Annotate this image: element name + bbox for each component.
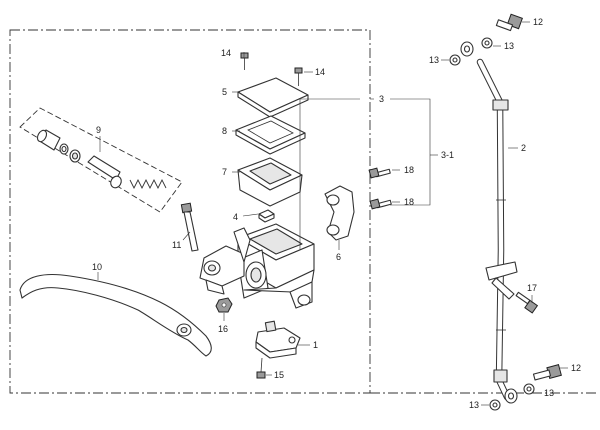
hose-clamp — [485, 261, 518, 281]
callout-12-top: 12 — [533, 17, 543, 27]
callout-9: 9 — [96, 125, 101, 135]
hose-clamp-tab — [491, 277, 515, 300]
callout-13-top-right: 13 — [504, 41, 514, 51]
leader-3 — [299, 98, 360, 250]
callout-7: 7 — [222, 167, 227, 177]
brake-hose — [476, 58, 518, 401]
bolt-17 — [515, 291, 539, 314]
callout-5: 5 — [222, 87, 227, 97]
callout-3-1: 3-1 — [441, 150, 454, 160]
nut-16 — [215, 297, 233, 313]
callout-6: 6 — [336, 252, 341, 262]
piston-set — [36, 129, 167, 190]
callout-13-bottom-left: 13 — [469, 400, 479, 410]
callout-1: 1 — [313, 340, 318, 350]
callout-14-right: 14 — [315, 67, 325, 77]
callout-4: 4 — [233, 212, 238, 222]
hose-fitting-top — [492, 99, 509, 111]
leader-4 — [242, 213, 259, 217]
pivot-bolt-11 — [180, 202, 199, 252]
screw-15 — [256, 357, 266, 379]
leader-11 — [182, 231, 191, 241]
callout-8: 8 — [222, 126, 227, 136]
callout-13-top-left: 13 — [429, 55, 439, 65]
callout-18-upper: 18 — [404, 165, 414, 175]
callout-17: 17 — [527, 283, 537, 293]
screw-14-left — [240, 52, 249, 70]
banjo-bolt-bottom — [532, 364, 562, 381]
reservoir-cap — [237, 77, 309, 113]
bolt-18-upper — [368, 167, 391, 179]
banjo-bolt-top — [495, 13, 523, 32]
brake-lever — [19, 273, 212, 357]
holder-6 — [324, 185, 355, 241]
callout-12-bottom: 12 — [571, 363, 581, 373]
hose-fitting-bottom — [493, 369, 508, 383]
callout-10: 10 — [92, 262, 102, 272]
leader-3-1 — [390, 98, 431, 206]
callout-18-lower: 18 — [404, 197, 414, 207]
callout-13-bottom-right: 13 — [544, 388, 554, 398]
callout-11: 11 — [172, 240, 181, 250]
screw-14-right — [294, 67, 303, 86]
callout-16: 16 — [218, 324, 228, 334]
brake-switch — [255, 320, 301, 359]
master-cylinder-body — [199, 223, 315, 309]
callout-3: 3 — [379, 94, 384, 104]
bolt-18-lower — [369, 198, 392, 210]
callout-15: 15 — [274, 370, 284, 380]
callout-14-left: 14 — [221, 48, 231, 58]
callout-2: 2 — [521, 143, 526, 153]
